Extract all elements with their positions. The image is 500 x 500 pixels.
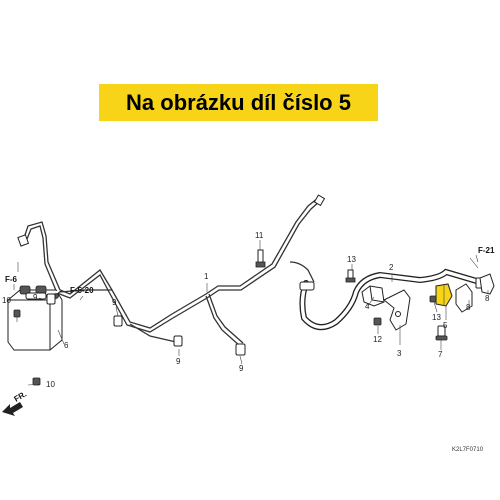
banner-text: Na obrázku díl číslo 5: [126, 89, 351, 115]
ref-f21: F-21: [478, 246, 495, 255]
ref-f6: F-6: [5, 275, 18, 284]
callout-1: 1: [204, 272, 209, 281]
bolt-10-upper[interactable]: [13, 309, 21, 322]
diagram-code: K2L7F0710: [452, 447, 484, 453]
bracket-3[interactable]: [383, 289, 411, 331]
reference-labels: F-6 F-5-20 F-21: [5, 246, 495, 295]
bolt-13-upper[interactable]: [345, 269, 356, 283]
bolt-12[interactable]: [373, 317, 382, 326]
bolt-7[interactable]: [435, 325, 448, 341]
callout-9-d: 9: [239, 364, 244, 373]
abs-modulator-6[interactable]: [7, 285, 63, 351]
callout-9-a: 9: [33, 293, 38, 302]
callout-8-a: 8: [466, 303, 471, 312]
leader-lines: [17, 240, 489, 386]
callout-6: 6: [64, 341, 69, 350]
bolt-10-lower[interactable]: [32, 377, 41, 386]
part-number-banner: Na obrázku díl číslo 5: [99, 84, 378, 121]
bracket-8-a[interactable]: [455, 283, 473, 313]
callout-labels: 1 2 3 4 5 6 7 8 8 9 9 9 9 10 10 11 12 13…: [2, 231, 490, 389]
callout-13-a: 13: [347, 255, 356, 264]
callout-9-c: 9: [176, 357, 181, 366]
pipe-clip-9-b[interactable]: [113, 315, 123, 327]
front-direction-arrow: FR.: [2, 389, 28, 416]
direction-label: FR.: [13, 389, 29, 403]
brake-hose-2[interactable]: [289, 261, 485, 331]
pipe-fitting-upper-left: [17, 194, 326, 247]
callout-8-b: 8: [485, 294, 490, 303]
bracket-8-b[interactable]: [479, 273, 495, 295]
pipe-clip-9-d[interactable]: [235, 343, 246, 356]
callout-7: 7: [438, 350, 443, 359]
callout-3: 3: [397, 349, 402, 358]
callout-12: 12: [373, 335, 382, 344]
brake-pipe-1[interactable]: [23, 197, 321, 347]
callout-10-a: 10: [2, 296, 11, 305]
ref-f5-20: F-5-20: [70, 286, 94, 295]
callout-9-b: 9: [112, 298, 117, 307]
pipe-clip-9-a[interactable]: [46, 293, 56, 305]
callout-4: 4: [365, 302, 370, 311]
callout-5: 5: [443, 321, 448, 330]
bolt-11[interactable]: [255, 249, 266, 268]
callout-13-b: 13: [432, 313, 441, 322]
pipe-clip-9-c[interactable]: [173, 335, 183, 347]
callout-10-b: 10: [46, 380, 55, 389]
callout-11: 11: [255, 231, 264, 240]
callout-2: 2: [389, 263, 394, 272]
brake-joint-5[interactable]: [435, 283, 453, 307]
